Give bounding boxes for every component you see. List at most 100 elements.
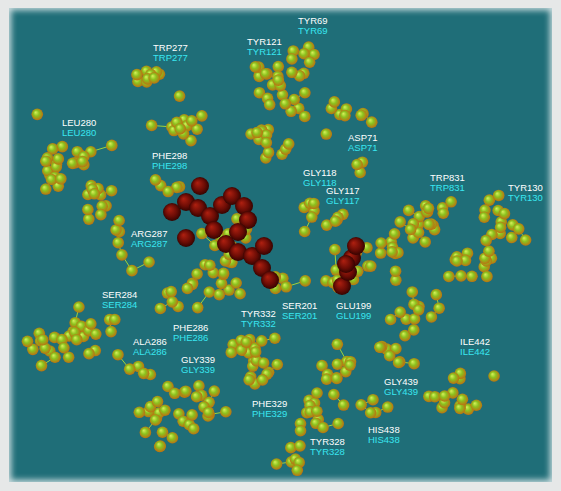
atom-sphere: [393, 357, 405, 369]
residue-label: ASP71: [348, 142, 378, 153]
ligand-atoms: [163, 177, 365, 295]
atom-sphere: [431, 289, 443, 301]
atom-sphere: [159, 404, 171, 416]
atom-sphere: [82, 204, 94, 216]
atom-sphere: [286, 53, 298, 65]
atom-sphere: [344, 359, 356, 371]
atom-sphere: [331, 373, 343, 385]
atom-sphere: [261, 137, 273, 149]
atom-sphere: [405, 224, 417, 236]
atom-sphere: [355, 399, 367, 411]
residue-label: PHE286: [173, 322, 208, 333]
residue-label: SER201: [282, 310, 317, 321]
atom-sphere: [455, 270, 467, 282]
atom-sphere: [154, 440, 166, 452]
atom-sphere: [332, 418, 344, 430]
atom-sphere: [77, 156, 89, 168]
atom-sphere: [234, 288, 246, 300]
atom-sphere: [308, 198, 320, 210]
atom-sphere: [85, 318, 97, 330]
atom-sphere: [365, 260, 377, 272]
atom-sphere: [367, 394, 379, 406]
residue-label: TYR130: [508, 182, 543, 193]
atom-sphere: [250, 346, 262, 358]
atom-sphere: [413, 304, 425, 316]
ligand-sphere: [261, 271, 279, 289]
residue-label: ALA286: [133, 336, 167, 347]
residue-label: ALA286: [133, 346, 167, 357]
atom-sphere: [203, 286, 215, 298]
atom-sphere: [105, 326, 117, 338]
atom-sphere: [73, 301, 85, 313]
atom-sphere: [304, 56, 316, 68]
residue-label: GLY339: [181, 354, 215, 365]
atom-sphere: [403, 205, 415, 217]
residue-label: PHE298: [152, 160, 187, 171]
residue-label: TYR328: [310, 446, 345, 457]
atom-sphere: [225, 347, 237, 359]
residue-label: SER201: [282, 300, 317, 311]
atom-sphere: [457, 394, 469, 406]
residue-label: GLY339: [181, 364, 215, 375]
atom-sphere: [264, 99, 276, 111]
atom-sphere: [241, 336, 253, 348]
atom-sphere: [143, 256, 155, 268]
residue-label: GLY118: [303, 167, 336, 178]
atom-sphere: [488, 370, 500, 382]
atom-sphere: [445, 196, 457, 208]
residue-label: PHE286: [173, 332, 208, 343]
atom-sphere: [330, 215, 342, 227]
residue-label: GLU199: [336, 310, 371, 321]
atom-sphere: [67, 158, 79, 170]
atom-sphere: [113, 215, 125, 227]
atom-sphere: [439, 390, 451, 402]
atom-sphere: [385, 314, 397, 326]
atom-sphere: [499, 208, 511, 220]
residue-label: ILE442: [460, 346, 490, 357]
atom-sphere: [280, 281, 292, 293]
atom-sphere: [157, 426, 169, 438]
atom-sphere: [471, 399, 483, 411]
residue-label: GLU199: [336, 300, 371, 311]
residue-label: PHE329: [252, 398, 287, 409]
bond-lines: [27, 47, 525, 470]
atom-sphere: [169, 387, 181, 399]
residue-label: TRP831: [430, 172, 465, 183]
atom-sphere: [186, 409, 198, 421]
atom-sphere: [294, 440, 306, 452]
atom-sphere: [256, 335, 268, 347]
atom-sphere: [95, 209, 107, 221]
atom-sphere: [37, 334, 49, 346]
atom-sphere: [493, 190, 505, 202]
atom-sphere: [406, 286, 418, 298]
atom-sphere: [31, 109, 43, 121]
atom-sphere: [286, 67, 298, 79]
atom-sphere: [271, 458, 283, 470]
atom-sphere: [375, 247, 387, 259]
residue-label: TYR69: [298, 15, 328, 26]
atom-sphere: [36, 360, 48, 372]
atom-sphere: [329, 244, 341, 256]
ligand-sphere: [177, 229, 195, 247]
atom-sphere: [203, 407, 215, 419]
atom-sphere: [204, 259, 216, 271]
residue-label: TYR130: [508, 192, 543, 203]
atom-sphere: [331, 372, 343, 384]
residue-label: TYR121: [247, 36, 282, 47]
residue-label: LEU280: [62, 117, 96, 128]
atom-sphere: [332, 358, 344, 370]
atom-sphere: [191, 268, 203, 280]
residue-label: SER284: [102, 299, 137, 310]
atom-sphere: [426, 311, 438, 323]
atom-sphere: [174, 123, 186, 135]
atom-sphere: [483, 245, 495, 257]
atom-sphere: [218, 267, 230, 279]
atom-sphere: [250, 61, 262, 73]
residue-label: TYR328: [310, 436, 345, 447]
atom-sphere: [22, 336, 34, 348]
atom-sphere: [394, 216, 406, 228]
residue-label: GLY117: [326, 195, 359, 206]
residue-label: ARG287: [131, 238, 167, 249]
atom-sphere: [112, 237, 124, 249]
atom-sphere: [481, 271, 493, 283]
